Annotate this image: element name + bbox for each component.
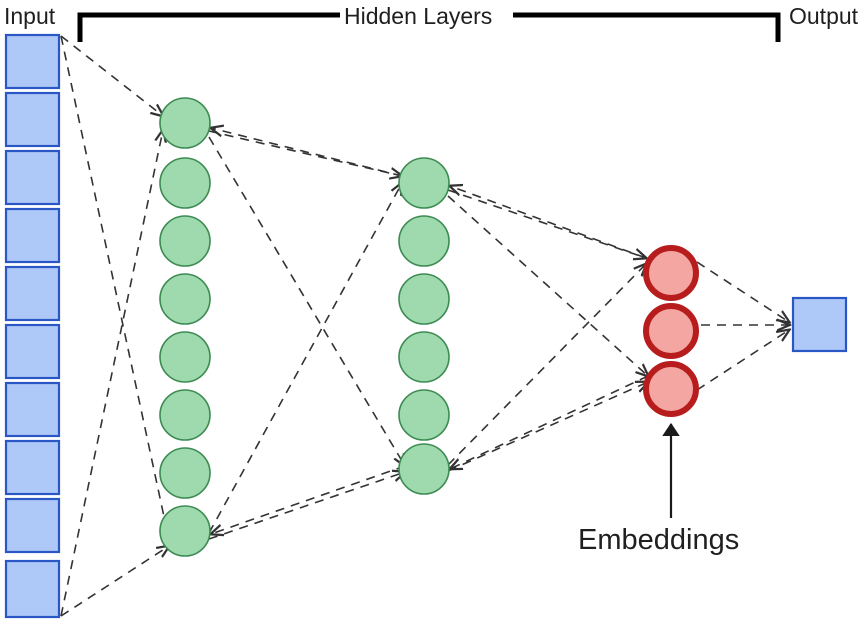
hidden-node[interactable] — [159, 273, 211, 325]
output-node[interactable] — [791, 296, 848, 353]
hidden-layer-2-nodes — [398, 157, 450, 495]
hidden-node[interactable] — [398, 273, 450, 325]
hidden-node[interactable] — [159, 215, 211, 267]
output-label: Output — [789, 3, 859, 29]
hidden-node[interactable] — [398, 389, 450, 441]
input-node[interactable] — [4, 149, 61, 206]
input-node[interactable] — [4, 207, 61, 264]
hidden-node[interactable] — [159, 447, 211, 499]
hidden-layers-label: Hidden Layers — [340, 3, 497, 30]
input-layer-nodes — [4, 33, 61, 619]
hidden-node[interactable] — [159, 505, 211, 557]
hidden-node[interactable] — [159, 389, 211, 441]
embedding-node[interactable] — [643, 245, 699, 301]
edges-embeddings-to-output — [696, 261, 789, 391]
hidden-node[interactable] — [398, 157, 450, 209]
hidden-node[interactable] — [159, 97, 211, 149]
hidden-node[interactable] — [398, 331, 450, 383]
hidden-layer-1-nodes — [159, 97, 211, 557]
input-node[interactable] — [4, 559, 61, 619]
edges-hidden2-to-embeddings — [448, 186, 648, 472]
input-node[interactable] — [4, 497, 61, 554]
input-node[interactable] — [4, 381, 61, 438]
input-node[interactable] — [4, 265, 61, 322]
embeddings-label: Embeddings — [578, 524, 740, 556]
hidden-node[interactable] — [398, 215, 450, 267]
embedding-layer-nodes — [643, 245, 699, 417]
embedding-node[interactable] — [643, 303, 699, 359]
input-node[interactable] — [4, 33, 61, 90]
edges-input-to-hidden1 — [60, 35, 169, 617]
input-label: Input — [4, 3, 56, 29]
input-node[interactable] — [4, 323, 61, 380]
edges-hidden1-to-hidden2 — [209, 128, 405, 540]
hidden-node[interactable] — [398, 443, 450, 495]
hidden-node[interactable] — [159, 157, 211, 209]
output-layer-nodes — [791, 296, 848, 353]
hidden-node[interactable] — [159, 331, 211, 383]
hidden-layers-bracket — [77, 12, 781, 42]
embedding-node[interactable] — [643, 361, 699, 417]
input-node[interactable] — [4, 91, 61, 148]
input-node[interactable] — [4, 439, 61, 496]
